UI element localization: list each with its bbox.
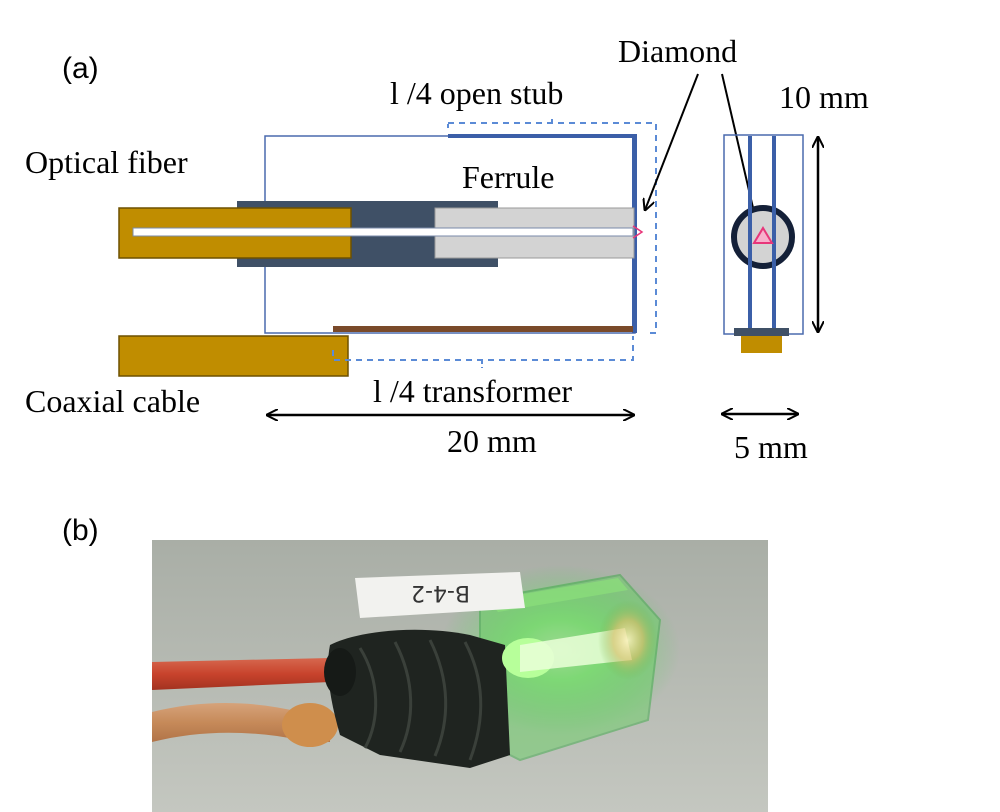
transformer-label: l /4 transformer [373,373,572,409]
photo-paper-tag [355,572,525,618]
photo-amber-connector [282,703,338,747]
transformer-dashed-outline [332,336,634,361]
diamond-marker-end [752,226,774,244]
optical-fiber-label: Optical fiber [25,144,188,180]
photo-sleeve-ridges [358,639,483,761]
photo-red-fiber [152,658,330,690]
panel-b-label: (b) [62,514,99,547]
ferrule-label: Ferrule [462,159,554,195]
panel-b: (b) [62,514,768,812]
end-view-stub-line-left [748,136,752,332]
diamond-label: Diamond [618,33,737,69]
transformer-strip [333,326,633,332]
end-view-stub-line-right [772,136,776,332]
length-dimension-label: 20 mm [447,423,537,459]
panel-a-label: (a) [62,52,99,85]
photo-tag-text: B-4-2 [411,580,470,605]
fiber-core [132,227,634,237]
open-stub-brace [447,116,553,128]
device-photo: B-4-2 [152,540,768,812]
photo-tip-glow [598,600,658,680]
width-dimension-label: 5 mm [734,429,808,465]
coaxial-cable [118,335,349,377]
end-view [723,134,804,353]
diamond-marker-side [632,225,644,239]
diamond-pointer-side [645,73,699,210]
height-dimension-label: 10 mm [779,79,869,115]
photo-sleeve-cap [324,648,356,696]
photo-black-sleeve [328,629,510,768]
stub-top-plate [448,134,637,138]
end-view-coax [741,336,782,353]
panel-a: (a) Optical fiber Ferrule l /4 open stub… [25,33,869,465]
end-view-base [734,328,789,336]
open-stub-label: l /4 open stub [390,75,563,111]
coaxial-cable-label: Coaxial cable [25,383,200,419]
